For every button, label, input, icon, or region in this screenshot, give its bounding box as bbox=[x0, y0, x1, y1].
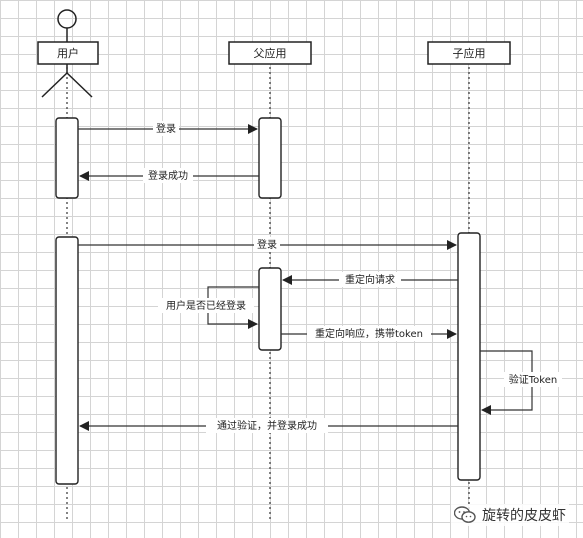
message-label: 验证Token bbox=[509, 373, 557, 386]
message-label: 登录 bbox=[257, 238, 277, 251]
activation-user-1 bbox=[55, 117, 79, 199]
message-login-to-parent: 登录 bbox=[78, 121, 258, 136]
message-redirect-response: 重定向响应，携带token bbox=[281, 326, 457, 341]
actor-child-label: 子应用 bbox=[453, 46, 486, 60]
message-label: 通过验证，并登录成功 bbox=[217, 419, 317, 432]
message-label: 登录成功 bbox=[148, 169, 188, 182]
user-stick-figure bbox=[41, 9, 93, 98]
message-self-verify-token: 验证Token bbox=[480, 350, 562, 415]
actor-user-label: 用户 bbox=[57, 46, 79, 60]
activation-child bbox=[457, 232, 481, 481]
actor-user: 用户 bbox=[37, 41, 99, 65]
actor-parent: 父应用 bbox=[228, 41, 312, 65]
message-redirect-request: 重定向请求 bbox=[282, 272, 458, 287]
message-label: 登录 bbox=[156, 122, 176, 135]
watermark: 旋转的皮皮虾 bbox=[451, 504, 569, 526]
actor-parent-label: 父应用 bbox=[254, 46, 287, 60]
message-label: 用户是否已经登录 bbox=[166, 299, 246, 312]
message-verified-login-success: 通过验证，并登录成功 bbox=[79, 418, 458, 433]
message-login-to-child: 登录 bbox=[78, 237, 457, 252]
message-label: 重定向响应，携带token bbox=[315, 327, 423, 340]
message-self-check-login: 用户是否已经登录 bbox=[158, 286, 259, 329]
wechat-icon bbox=[454, 506, 476, 524]
message-login-success-to-user: 登录成功 bbox=[79, 168, 259, 183]
actor-child: 子应用 bbox=[427, 41, 511, 65]
watermark-text: 旋转的皮皮虾 bbox=[482, 508, 566, 524]
activation-parent-1 bbox=[258, 117, 282, 199]
message-label: 重定向请求 bbox=[345, 273, 395, 286]
activation-parent-2 bbox=[258, 267, 282, 351]
activation-user-2 bbox=[55, 236, 79, 485]
